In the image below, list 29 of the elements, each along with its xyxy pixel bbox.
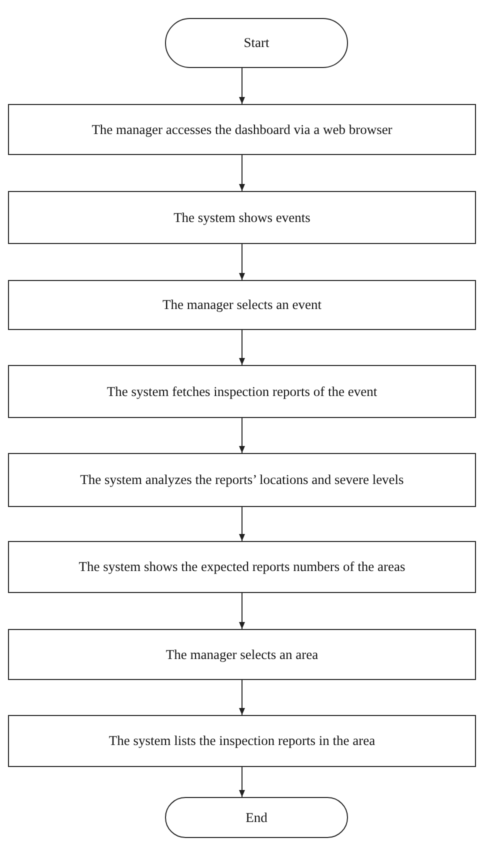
- process-box: [8, 629, 476, 680]
- process-box: [8, 715, 476, 767]
- process-box: [8, 191, 476, 244]
- node-text: The system shows events: [174, 210, 310, 226]
- arrow: [239, 154, 245, 192]
- node-text: The manager selects an area: [166, 646, 318, 662]
- terminal-shape: [165, 18, 348, 68]
- arrow: [239, 506, 245, 542]
- node-text: The system fetches inspection reports of the event: [106, 384, 378, 400]
- node-text: The manager accesses the dashboard via a web browser: [92, 122, 392, 138]
- arrow: [239, 68, 245, 104]
- process-box: [8, 104, 476, 155]
- arrow: [239, 418, 245, 454]
- arrow: [239, 330, 245, 366]
- process-box: [8, 453, 476, 507]
- node-text: The system shows the expected reports numbers of the areas: [78, 559, 406, 575]
- process-box: [8, 280, 476, 330]
- node-text: The manager selects an event: [162, 297, 322, 313]
- node-text: The system lists the inspection reports in the area: [108, 733, 376, 749]
- node-text: Start: [244, 35, 270, 51]
- node-text: End: [246, 810, 268, 826]
- arrow: [239, 244, 245, 280]
- arrow: [239, 592, 245, 630]
- arrow: [239, 766, 245, 798]
- process-box: [8, 365, 476, 418]
- node-text: The system analyzes the reports’ locations and severe levels: [80, 472, 404, 488]
- terminal-shape: [165, 797, 348, 838]
- process-box: [8, 541, 476, 593]
- arrow: [239, 680, 245, 716]
